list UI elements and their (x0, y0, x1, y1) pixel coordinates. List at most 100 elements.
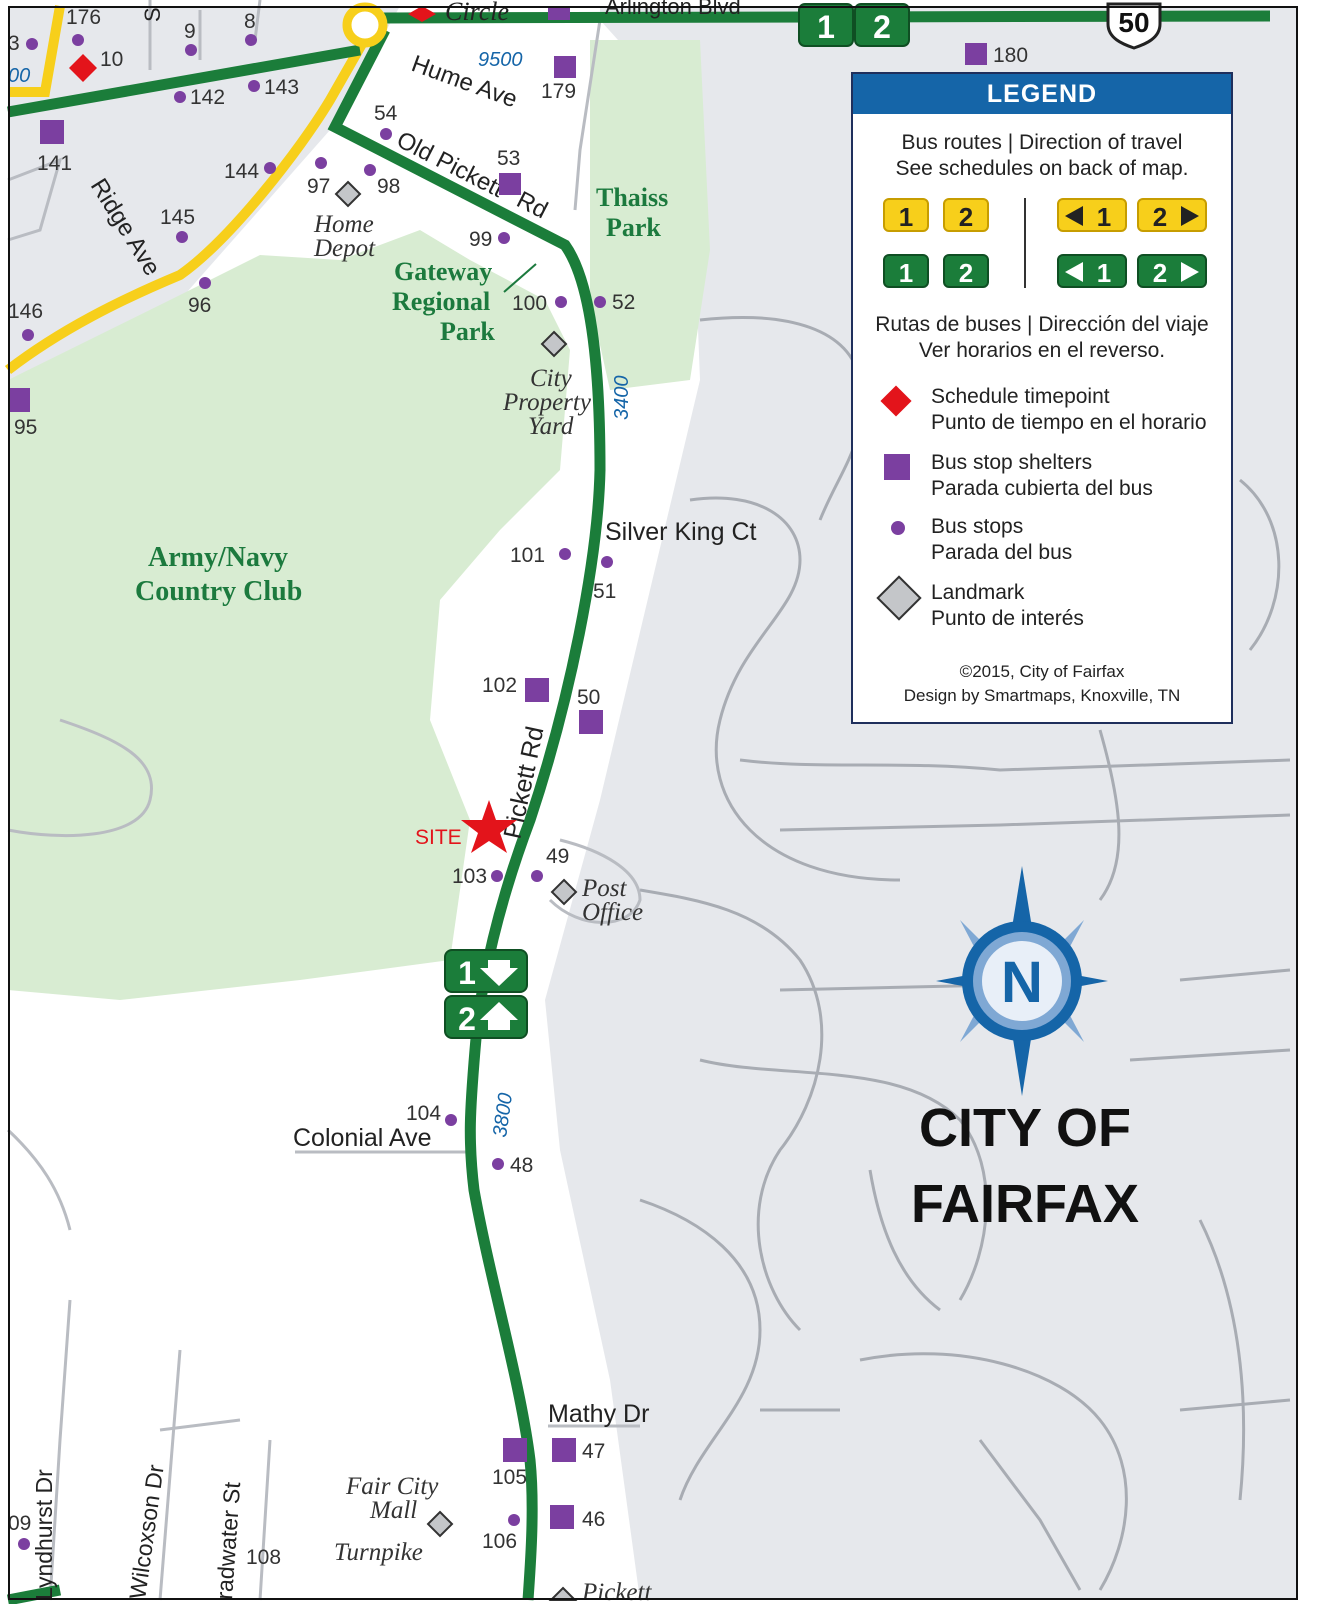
legend-routes-en-2: See schedules on back of map. (895, 157, 1189, 180)
legend-panel: LEGEND Bus routes | Direction of travel … (851, 72, 1233, 724)
stop-46: 46 (582, 1508, 605, 1531)
route-1-yellow-badge: 1 (883, 198, 929, 232)
svg-text:1: 1 (458, 955, 476, 991)
bus-stop-dots (18, 34, 613, 1550)
legend-copyright: ©2015, City of Fairfax (959, 662, 1125, 681)
stop-100: 100 (512, 292, 547, 315)
stop-104: 104 (406, 1102, 441, 1125)
legend-timepoint: Schedule timepoint (931, 385, 1110, 408)
arrow-left-icon (1065, 206, 1083, 226)
stop-176: 176 (66, 6, 101, 29)
svg-text:50: 50 (1118, 7, 1149, 38)
yellow-route-line (4, 27, 375, 374)
home-depot-label: Home (313, 211, 374, 238)
stop-143: 143 (264, 76, 299, 99)
svg-text:N: N (1001, 950, 1043, 1015)
red-diamond-icon (880, 385, 912, 417)
block-9500-label: 9500 (478, 49, 523, 71)
stop-53: 53 (497, 147, 520, 170)
army-navy-label-2: Country Club (135, 576, 302, 607)
arlington-blvd-label: Arlington Blvd (605, 0, 741, 19)
route-1-2-shield: 1 2 (798, 3, 910, 47)
legend-shelter-es: Parada cubierta del bus (931, 477, 1153, 500)
stop-52: 52 (612, 291, 635, 314)
stop-106: 106 (482, 1530, 517, 1553)
legend-title: LEGEND (853, 74, 1231, 114)
block-00-label: 00 (8, 65, 30, 87)
stop-146: 146 (8, 300, 43, 323)
city-yard-label: City (530, 365, 573, 392)
arrow-right-icon (1181, 206, 1199, 226)
legend-routes-es-2: Ver horarios en el reverso. (918, 339, 1166, 362)
us-50-shield: 50 (1106, 2, 1162, 50)
stop-108: 108 (246, 1546, 281, 1569)
thaiss-park-label: Thaiss (596, 183, 668, 212)
city-title: CITY OF (918, 1098, 1132, 1158)
army-navy-label: Army/Navy (148, 542, 288, 573)
svg-text:1: 1 (817, 9, 835, 45)
stop-101: 101 (510, 544, 545, 567)
lyndhurst-dr-label: Lyndhurst Dr (31, 1469, 57, 1600)
arrow-right-icon (1181, 262, 1199, 282)
stop-10: 10 (100, 48, 123, 71)
local-streets-west (6, 0, 642, 1601)
stop-179: 179 (541, 80, 576, 103)
landmark-diamond-icon (876, 575, 922, 621)
stop-54: 54 (374, 102, 398, 125)
stop-142: 142 (190, 86, 225, 109)
local-streets (639, 316, 1291, 1591)
city-yard-label-3: Yard (528, 413, 574, 440)
post-office-label-2: Office (582, 899, 643, 926)
bus-stop-shelters (8, 6, 987, 1529)
street-partial-label: S (140, 7, 165, 22)
fair-city-mall-label-2: Mall (369, 1497, 417, 1524)
legend-landmark: Landmark (931, 581, 1025, 604)
block-3400-label: 3400 (611, 376, 633, 421)
stop-99: 99 (469, 228, 492, 251)
legend-routes-es: Rutas de buses | Dirección del viaje (875, 313, 1209, 336)
stop-09: 09 (8, 1512, 31, 1535)
silver-king-ct-label: Silver King Ct (605, 518, 756, 546)
legend-shelter: Bus stop shelters (931, 451, 1093, 474)
legend-credit: Design by Smartmaps, Knoxville, TN (903, 686, 1181, 705)
thaiss-park-area (590, 40, 710, 390)
stop-96: 96 (188, 294, 211, 317)
stop-105: 105 (492, 1466, 527, 1489)
stop-98: 98 (377, 175, 400, 198)
legend-routes-en: Bus routes | Direction of travel (901, 131, 1183, 154)
city-title-2: FAIRFAX (910, 1174, 1140, 1234)
stop-145: 145 (160, 206, 195, 229)
gateway-park-label-2: Regional (392, 287, 490, 316)
gateway-park-label-3: Park (440, 317, 495, 346)
north-compass-icon: N (936, 866, 1108, 1096)
svg-text:2: 2 (873, 9, 891, 45)
site-label: SITE (415, 826, 462, 849)
legend-divider (1024, 198, 1026, 288)
fair-city-mall-label: Fair City (345, 1473, 439, 1500)
city-yard-label-2: Property (502, 389, 592, 416)
stop-8: 8 (244, 10, 256, 33)
stop-180: 180 (993, 44, 1028, 67)
stop-97: 97 (307, 175, 330, 198)
stop-49: 49 (546, 845, 569, 868)
stop-141: 141 (37, 152, 72, 175)
stop-9: 9 (184, 20, 196, 43)
legend-timepoint-es: Punto de tiempo en el horario (931, 411, 1207, 434)
stop-48: 48 (510, 1154, 533, 1177)
route-2-yellow-badge: 2 (943, 198, 989, 232)
mathy-dr-label: Mathy Dr (548, 1400, 649, 1428)
stop-102: 102 (482, 674, 517, 697)
home-depot-label-2: Depot (313, 235, 376, 262)
legend-stop: Bus stops (931, 515, 1024, 538)
purple-square-icon (884, 454, 910, 480)
landmark-diamond-icon (334, 180, 578, 1601)
legend-landmark-es: Punto de interés (931, 607, 1084, 630)
legend-stop-es: Parada del bus (931, 541, 1073, 564)
circle-label: Circle (445, 0, 509, 26)
timepoint-diamond-icon-2 (408, 6, 436, 22)
timepoint-diamond-icon (69, 54, 97, 82)
stop-95: 95 (14, 416, 37, 439)
stop-144: 144 (224, 160, 259, 183)
stop-3: 3 (8, 32, 20, 55)
stop-103: 103 (452, 865, 487, 888)
